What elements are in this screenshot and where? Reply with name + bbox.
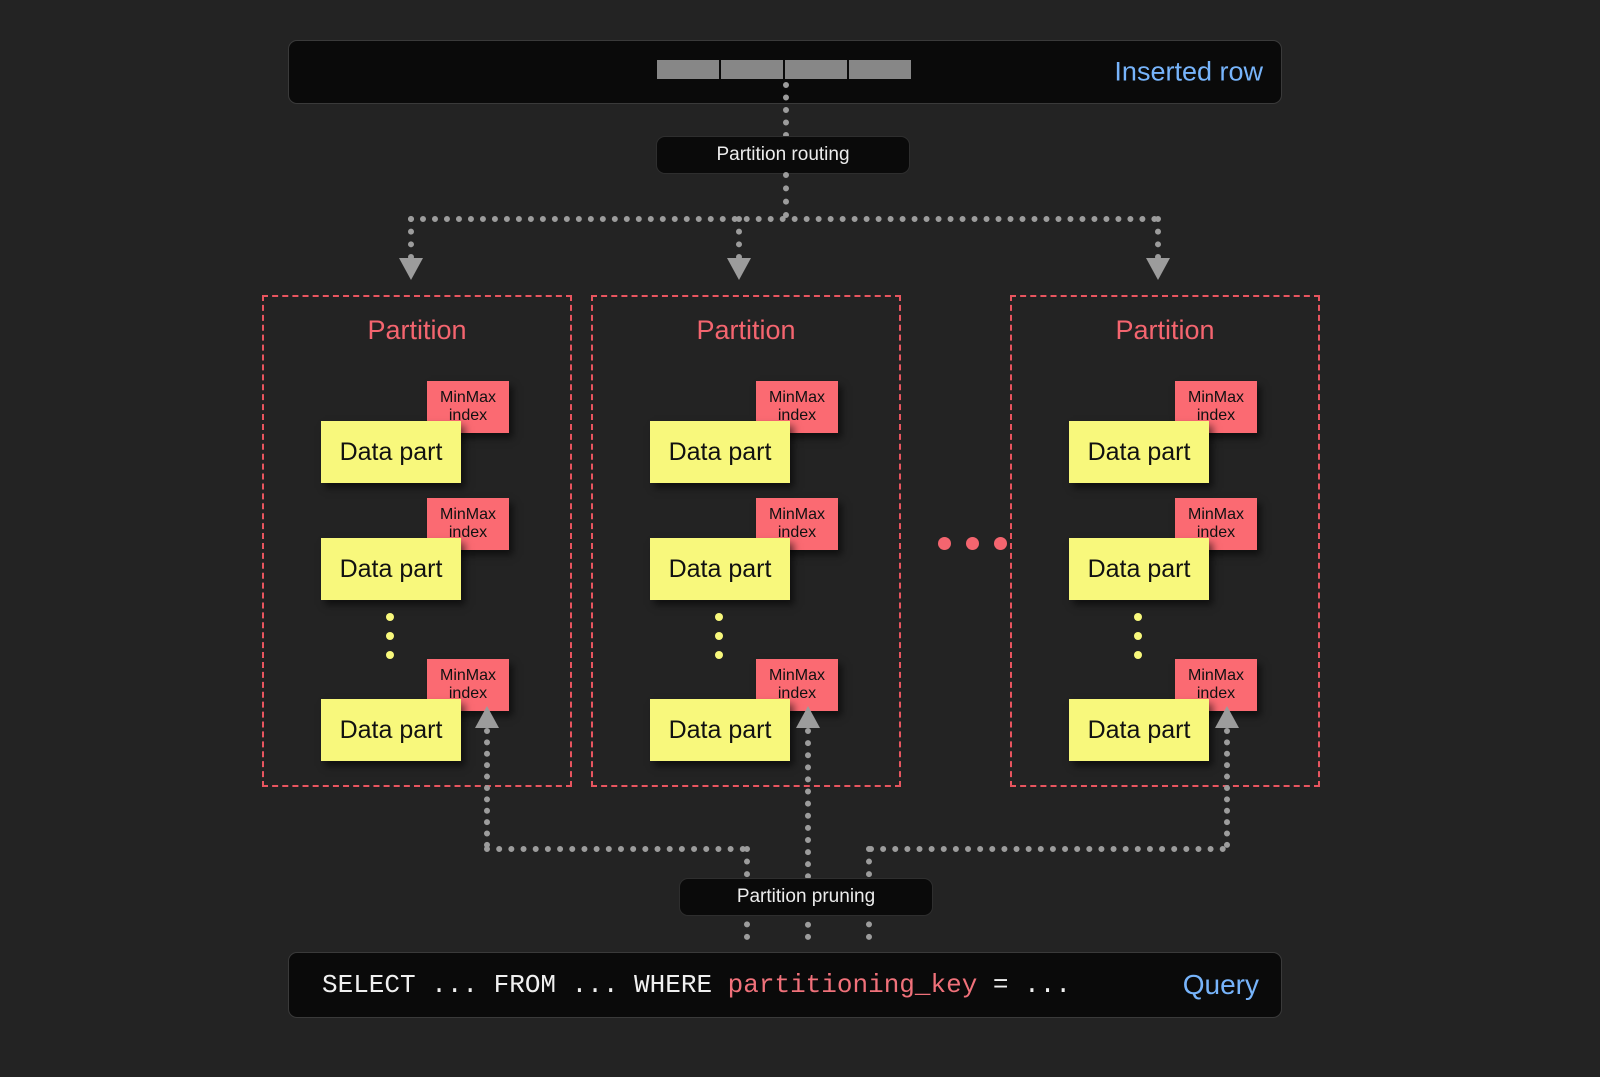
data-part-ellipsis — [386, 613, 394, 659]
arrow-up-partition-3 — [1215, 706, 1239, 728]
query-sql-column: partitioning_key — [727, 970, 978, 1000]
partition-title: Partition — [367, 315, 467, 345]
connector-routing-to-bus — [783, 172, 789, 218]
data-part-ellipsis — [715, 613, 723, 659]
data-part-box: Data part — [1069, 421, 1209, 483]
data-part-box: Data part — [1069, 538, 1209, 600]
data-part-label: Data part — [1087, 554, 1191, 583]
query-label: Query — [1182, 969, 1259, 1000]
data-part-box: Data part — [650, 538, 790, 600]
connector-row-to-routing — [783, 82, 789, 138]
partition-routing-chip: Partition routing — [656, 136, 910, 174]
data-part-box: Data part — [650, 699, 790, 761]
data-part-box: Data part — [321, 699, 461, 761]
query-sql-text: SELECT ... FROM ... WHERE partitioning_k… — [322, 970, 1071, 1000]
connector-bus-to-partition-3 — [1155, 216, 1161, 260]
pruning-bus-left — [484, 846, 746, 852]
routing-bus — [408, 216, 1158, 222]
arrow-up-partition-1 — [475, 706, 499, 728]
partition-title: Partition — [696, 315, 796, 345]
pruning-bus-right — [868, 846, 1226, 852]
arrow-down-partition-1 — [399, 258, 423, 280]
row-cell — [785, 60, 847, 79]
query-panel: SELECT ... FROM ... WHERE partitioning_k… — [288, 952, 1282, 1018]
row-cell — [657, 60, 719, 79]
inserted-row-label: Inserted row — [1114, 56, 1263, 87]
data-part-label: Data part — [1087, 715, 1191, 744]
data-part-box: Data part — [321, 421, 461, 483]
arrow-down-partition-3 — [1146, 258, 1170, 280]
row-cell — [849, 60, 911, 79]
data-part-label: Data part — [668, 554, 772, 583]
connector-bus-to-partition-1 — [408, 216, 414, 260]
connector-partition-1-to-pruning — [484, 728, 490, 848]
connector-partition-3-to-pruning — [1224, 728, 1230, 848]
data-part-label: Data part — [339, 715, 443, 744]
arrow-down-partition-2 — [727, 258, 751, 280]
data-part-label: Data part — [339, 554, 443, 583]
connector-partition-2-to-pruning — [805, 728, 811, 940]
query-sql-prefix: SELECT ... FROM ... WHERE — [322, 970, 728, 1000]
data-part-ellipsis — [1134, 613, 1142, 659]
data-part-box: Data part — [321, 538, 461, 600]
data-part-label: Data part — [668, 437, 772, 466]
inserted-row-cells — [657, 60, 911, 79]
row-cell — [721, 60, 783, 79]
data-part-box: Data part — [650, 421, 790, 483]
partition-pruning-chip: Partition pruning — [679, 878, 933, 916]
arrow-up-partition-2 — [796, 706, 820, 728]
partition-title: Partition — [1115, 315, 1215, 345]
data-part-label: Data part — [668, 715, 772, 744]
connector-bus-to-partition-2 — [736, 216, 742, 260]
query-sql-suffix: = ... — [977, 970, 1071, 1000]
data-part-box: Data part — [1069, 699, 1209, 761]
data-part-label: Data part — [339, 437, 443, 466]
partition-ellipsis — [938, 537, 1007, 550]
data-part-label: Data part — [1087, 437, 1191, 466]
